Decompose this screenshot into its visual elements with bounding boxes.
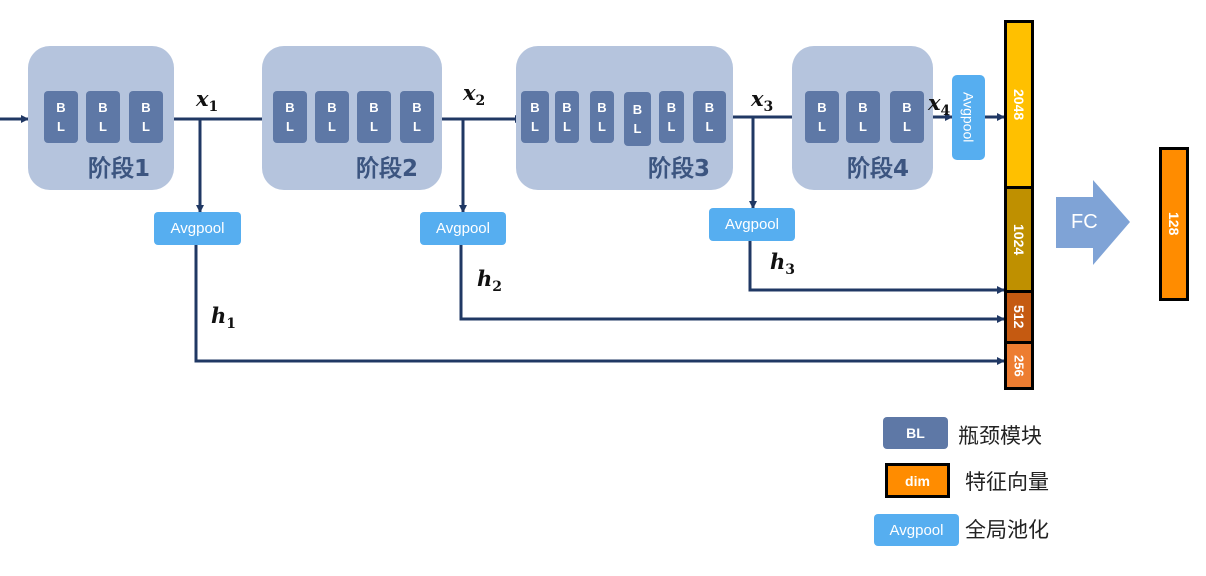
- legend-dim-desc: 特征向量: [965, 470, 1049, 494]
- label-x2: x2: [463, 80, 486, 110]
- label-h2: h2: [477, 266, 503, 296]
- label-h3: h3: [770, 249, 796, 279]
- h3-path: [748, 241, 1005, 294]
- avgpool-1: Avgpool: [154, 212, 241, 245]
- output-vector-128: 128: [1159, 147, 1189, 301]
- bottleneck-block: BL: [890, 91, 924, 143]
- legend-pool-desc: 全局池化: [965, 518, 1049, 542]
- avgpool-3: Avgpool: [709, 208, 795, 241]
- bottleneck-block: BL: [273, 91, 307, 143]
- bottleneck-block: BL: [86, 91, 120, 143]
- label-h1: h1: [211, 303, 237, 333]
- feature-segment-1024: 1024: [1007, 189, 1031, 290]
- feature-segment-256: 256: [1007, 344, 1031, 387]
- fc-arrow-icon: [1056, 180, 1130, 265]
- stage-1-label: 阶段1: [88, 156, 151, 182]
- bottleneck-block: BL: [590, 91, 614, 143]
- bottleneck-block: BL: [555, 91, 579, 143]
- feature-segment-2048: 2048: [1007, 23, 1031, 186]
- fc-label: FC: [1071, 211, 1098, 233]
- legend-pool-box: Avgpool: [874, 514, 959, 546]
- stage-4-label: 阶段4: [847, 156, 910, 182]
- label-x4: x4: [928, 90, 951, 120]
- stage-3-label: 阶段3: [648, 156, 711, 182]
- avgpool-2: Avgpool: [420, 212, 506, 245]
- stage-2-label: 阶段2: [356, 156, 419, 182]
- bottleneck-block: BL: [659, 91, 684, 143]
- label-x1: x1: [196, 86, 219, 116]
- bottleneck-block: BL: [624, 92, 651, 146]
- legend-dim-box: dim: [885, 463, 950, 498]
- label-x3: x3: [751, 86, 774, 116]
- legend-bl-desc: 瓶颈模块: [958, 424, 1042, 448]
- bottleneck-block: BL: [129, 91, 163, 143]
- feature-segment-512: 512: [1007, 293, 1031, 341]
- bottleneck-block: BL: [44, 91, 78, 143]
- bottleneck-block: BL: [521, 91, 549, 143]
- h2-path: [459, 245, 1005, 323]
- bottleneck-block: BL: [805, 91, 839, 143]
- avgpool-4: Avgpool: [952, 75, 985, 160]
- bottleneck-block: BL: [400, 91, 434, 143]
- bottleneck-block: BL: [693, 91, 726, 143]
- h1-path: [194, 245, 1005, 365]
- bottleneck-block: BL: [846, 91, 880, 143]
- legend-bl-box: BL: [883, 417, 948, 449]
- bottleneck-block: BL: [357, 91, 391, 143]
- bottleneck-block: BL: [315, 91, 349, 143]
